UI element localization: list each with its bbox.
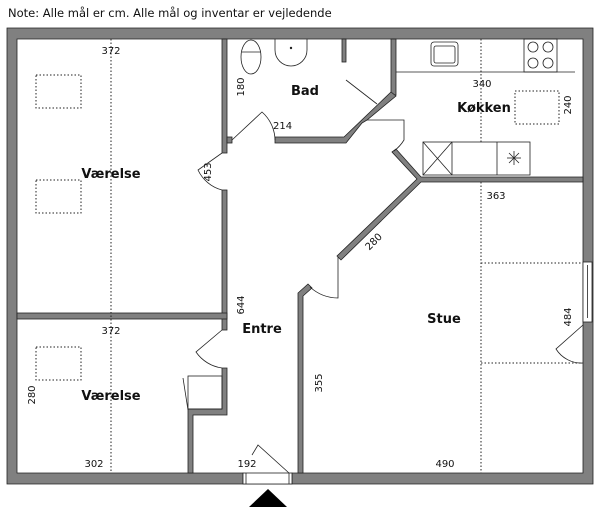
dim-label: 490 (435, 459, 454, 470)
room-label-kokken: Køkken (457, 101, 511, 116)
wall-bad-stub (341, 38, 347, 63)
sink-icon (274, 39, 308, 67)
furniture-outline (35, 74, 82, 109)
terrace-door[interactable] (555, 324, 584, 364)
appliance-star-icon (507, 151, 521, 165)
toilet-icon (240, 39, 262, 75)
bad-door[interactable] (231, 111, 276, 141)
stove-icon (523, 38, 558, 73)
dim-label: 302 (84, 459, 103, 470)
dim-label: 355 (314, 373, 325, 392)
shower-screen (345, 79, 378, 105)
wall-entre-left (221, 189, 228, 331)
wall-kitchen-stue (336, 148, 584, 261)
room-label-vaerelse-top: Værelse (81, 167, 140, 182)
dim-label: 372 (101, 326, 120, 337)
stue-door[interactable] (309, 257, 339, 299)
entrance-threshold (242, 472, 293, 485)
closet (187, 375, 223, 410)
vaerelse-top-door[interactable] (197, 152, 223, 191)
room-label-vaerelse-bottom: Værelse (81, 389, 140, 404)
kitchen-sink-icon (430, 41, 459, 67)
dim-label: 372 (101, 46, 120, 57)
lower-counter (422, 141, 531, 176)
wall-bedrooms (16, 312, 228, 320)
furniture-outline (35, 179, 82, 214)
room-label-bad: Bad (291, 84, 319, 99)
entrance-door[interactable] (251, 444, 290, 474)
dim-label: 214 (273, 121, 292, 132)
vaerelse-bottom-door[interactable] (195, 329, 223, 369)
wall-bad-right (390, 38, 397, 96)
dim-label: 240 (563, 95, 574, 114)
furniture-outline (35, 346, 82, 381)
wall-closet (187, 367, 228, 474)
closet-door[interactable] (182, 377, 189, 411)
kitchen-door[interactable] (367, 119, 405, 152)
dim-label: 363 (486, 191, 505, 202)
wall-bad-left (221, 38, 228, 154)
dim-label: 340 (472, 79, 491, 90)
dim-label: 280 (27, 385, 38, 404)
dim-label: 180 (236, 77, 247, 96)
dim-label: 644 (236, 295, 247, 314)
dining-table-outline (514, 90, 560, 125)
plan-note: Note: Alle mål er cm. Alle mål og invent… (8, 6, 332, 20)
dim-label: 453 (203, 162, 214, 181)
room-label-stue: Stue (427, 312, 461, 327)
room-label-entre: Entre (242, 322, 282, 337)
wall-stue-left (297, 283, 313, 474)
entrance-arrow-icon (249, 489, 287, 507)
dim-label: 192 (237, 459, 256, 470)
wall-bad-bottom (274, 91, 397, 144)
dim-label: 484 (563, 307, 574, 326)
